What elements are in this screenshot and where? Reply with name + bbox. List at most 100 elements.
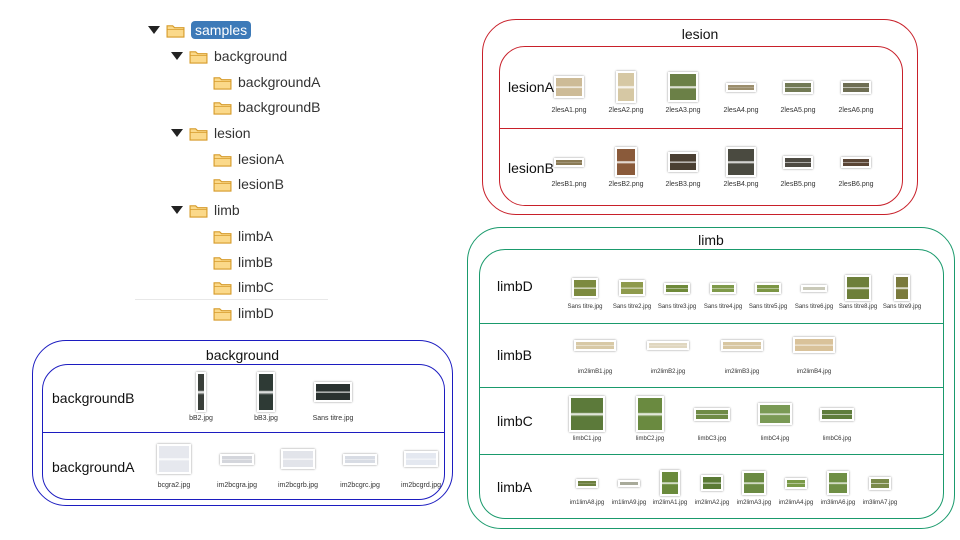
- image-thumbnail[interactable]: im2bcgra.jpg: [217, 433, 257, 499]
- thumbnail-image: [894, 275, 910, 301]
- thumbnail-image: [793, 337, 835, 353]
- image-thumbnail[interactable]: Sans titre4.jpg: [704, 250, 742, 323]
- thumbnail-image: [869, 476, 891, 490]
- image-thumbnail[interactable]: 2lesB2.png: [608, 129, 644, 205]
- image-thumbnail[interactable]: bB2.jpg: [189, 365, 213, 432]
- tree-divider: [135, 299, 328, 300]
- image-thumbnail[interactable]: im2bcgrb.jpg: [278, 433, 318, 499]
- image-thumbnail[interactable]: 2lesA4.png: [723, 47, 759, 128]
- image-thumbnail[interactable]: bcgra2.jpg: [157, 433, 191, 499]
- image-thumbnail[interactable]: im3limA7.jpg: [863, 455, 897, 518]
- expand-caret-icon[interactable]: [171, 129, 183, 137]
- thumbnail-image: [721, 339, 763, 351]
- thumbnail-image: [619, 280, 645, 296]
- image-thumbnail[interactable]: 2lesB1.png: [551, 129, 587, 205]
- image-thumbnail[interactable]: Sans titre9.jpg: [883, 250, 921, 323]
- image-thumbnail[interactable]: Sans titre6.jpg: [795, 250, 833, 323]
- tree-item-6[interactable]: lesionB: [213, 173, 284, 195]
- tree-item-label: limbA: [238, 228, 274, 244]
- image-thumbnail[interactable]: limbC3.jpg: [694, 388, 730, 455]
- image-thumbnail[interactable]: im2bcgrc.jpg: [340, 433, 380, 499]
- folder-icon: [189, 50, 208, 64]
- image-thumbnail[interactable]: limbC4.jpg: [758, 388, 792, 455]
- image-thumbnail[interactable]: im2limA4.jpg: [779, 455, 813, 518]
- image-thumbnail[interactable]: Sans titre.jpg: [567, 250, 603, 323]
- image-thumbnail[interactable]: Sans titre.jpg: [313, 365, 353, 432]
- image-thumbnail[interactable]: Sans titre2.jpg: [613, 250, 651, 323]
- image-thumbnail[interactable]: limbC6.jpg: [820, 388, 854, 455]
- expand-caret-icon[interactable]: [171, 52, 183, 60]
- image-thumbnail[interactable]: im1limA9.jpg: [612, 455, 646, 518]
- folder-icon: [189, 204, 208, 218]
- tree-item-5[interactable]: lesionA: [213, 148, 284, 170]
- thumbnail-image: [701, 475, 723, 491]
- image-thumbnail[interactable]: im2limA1.jpg: [653, 455, 687, 518]
- thumbnail-image: [827, 471, 849, 495]
- tree-item-2[interactable]: backgroundA: [213, 71, 321, 93]
- thumbnail-image: [710, 282, 736, 294]
- thumbnail-image: [157, 444, 191, 474]
- image-thumbnail[interactable]: im2limA3.jpg: [737, 455, 771, 518]
- image-thumbnail[interactable]: bB3.jpg: [254, 365, 278, 432]
- tree-item-7[interactable]: limb: [171, 199, 240, 221]
- tree-item-4[interactable]: lesion: [171, 122, 251, 144]
- image-thumbnail[interactable]: im2bcgrd.jpg: [401, 433, 441, 499]
- thumbnail-image: [314, 382, 352, 402]
- tree-item-10[interactable]: limbC: [213, 276, 274, 298]
- image-thumbnail[interactable]: 2lesA3.png: [665, 47, 701, 128]
- thumbnail-image: [196, 372, 206, 412]
- thumbnail-filename: im2bcgrd.jpg: [400, 482, 442, 489]
- image-thumbnail[interactable]: im2limA2.jpg: [695, 455, 729, 518]
- image-thumbnail[interactable]: 2lesA5.png: [780, 47, 816, 128]
- row-label: limbA: [497, 479, 533, 495]
- thumbnail-filename: im2bcgrb.jpg: [277, 482, 319, 489]
- thumbnail-image: [615, 147, 637, 177]
- thumbnail-filename: Sans titre8.jpg: [838, 304, 878, 310]
- image-thumbnail[interactable]: limbC2.jpg: [636, 388, 664, 455]
- tree-item-3[interactable]: backgroundB: [213, 96, 321, 118]
- image-thumbnail[interactable]: Sans titre5.jpg: [749, 250, 787, 323]
- image-thumbnail[interactable]: im2limB3.jpg: [721, 324, 763, 388]
- image-thumbnail[interactable]: im1limA8.jpg: [570, 455, 604, 518]
- image-thumbnail[interactable]: im2limB4.jpg: [793, 324, 835, 388]
- thumbnail-filename: 2lesB2.png: [608, 181, 644, 188]
- thumbnail-filename: 2lesA3.png: [665, 107, 701, 114]
- tree-item-9[interactable]: limbB: [213, 251, 273, 273]
- image-thumbnail[interactable]: 2lesA6.png: [838, 47, 874, 128]
- thumbnail-filename: Sans titre5.jpg: [748, 304, 788, 310]
- image-thumbnail[interactable]: im3limA6.jpg: [821, 455, 855, 518]
- thumbnail-image: [841, 80, 871, 94]
- tree-item-11[interactable]: limbD: [213, 302, 274, 324]
- tree-item-1[interactable]: background: [171, 45, 287, 67]
- row-label: backgroundA: [52, 458, 135, 475]
- tree-item-8[interactable]: limbA: [213, 225, 273, 247]
- image-thumbnail[interactable]: 2lesA2.png: [608, 47, 644, 128]
- image-thumbnail[interactable]: Sans titre8.jpg: [839, 250, 877, 323]
- thumbnail-image: [694, 407, 730, 421]
- thumbnail-filename: im2limA2.jpg: [694, 500, 730, 506]
- image-thumbnail[interactable]: 2lesB4.png: [723, 129, 759, 205]
- image-thumbnail[interactable]: 2lesB5.png: [780, 129, 816, 205]
- image-thumbnail[interactable]: 2lesA1.png: [551, 47, 587, 128]
- row-label: limbC: [497, 412, 533, 429]
- expand-caret-icon[interactable]: [148, 26, 160, 34]
- image-thumbnail[interactable]: 2lesB3.png: [665, 129, 701, 205]
- image-thumbnail[interactable]: im2limB2.jpg: [647, 324, 689, 388]
- expand-caret-icon[interactable]: [171, 206, 183, 214]
- image-thumbnail[interactable]: 2lesB6.png: [838, 129, 874, 205]
- image-thumbnail[interactable]: im2limB1.jpg: [574, 324, 616, 388]
- thumbnail-image: [783, 80, 813, 94]
- tree-item-0[interactable]: samples: [148, 19, 252, 41]
- image-thumbnail[interactable]: Sans titre3.jpg: [658, 250, 696, 323]
- thumbnail-filename: 2lesB4.png: [723, 181, 759, 188]
- thumbnail-image: [742, 471, 766, 495]
- thumbnail-filename: im2limA4.jpg: [778, 500, 814, 506]
- image-thumbnail[interactable]: limbC1.jpg: [569, 388, 605, 455]
